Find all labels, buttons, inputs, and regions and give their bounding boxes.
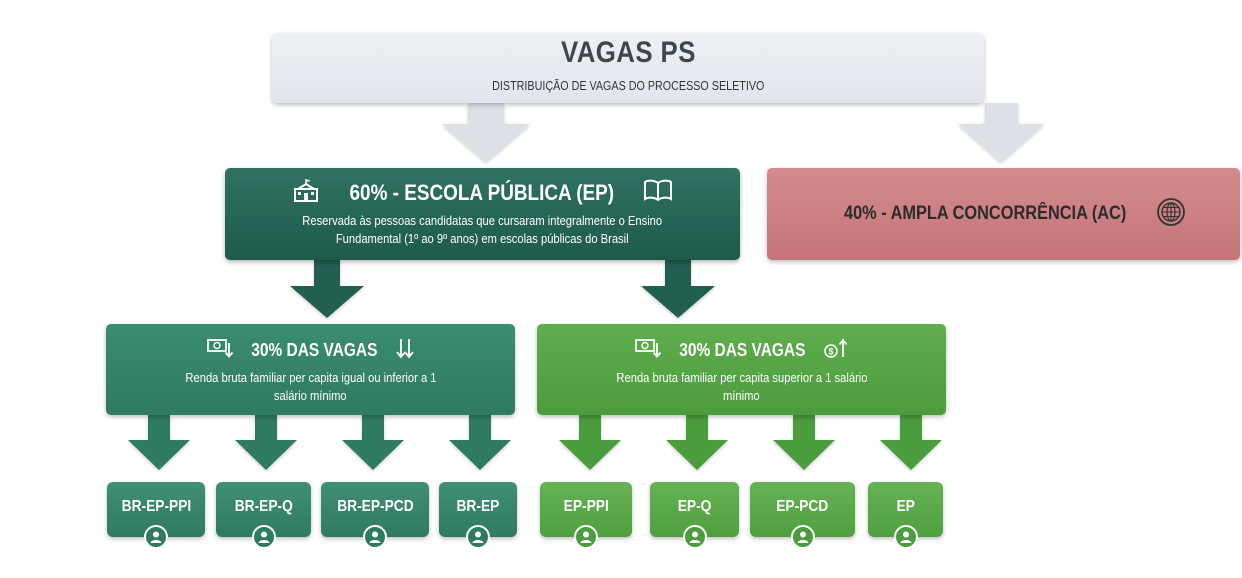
person-icon (363, 525, 387, 549)
high-income-box: 30% DAS VAGAS $ Renda bruta familiar per… (537, 324, 946, 415)
arrow-to-low-income (290, 260, 364, 318)
globe-icon (1156, 197, 1186, 232)
arrow-to-ep (442, 103, 530, 162)
money-down-icon (206, 337, 234, 364)
person-icon (682, 525, 707, 549)
high-income-desc-line2: mínimo (723, 388, 760, 403)
arrows-to-low-categories (128, 415, 511, 470)
high-income-desc-line1: Renda bruta familiar per capita superior… (615, 370, 868, 385)
school-icon (292, 178, 320, 207)
ampla-concorrencia-box: 40% - AMPLA CONCORRÊNCIA (AC) (767, 168, 1240, 260)
low-income-box: 30% DAS VAGAS Renda bruta familiar per c… (106, 324, 515, 415)
category-ep: EP (868, 482, 943, 549)
arrow-to-high-income (641, 260, 715, 318)
arrow-to-ac (958, 103, 1044, 162)
person-icon (574, 525, 598, 549)
arrows-to-high-categories (559, 415, 942, 470)
high-income-title: 30% DAS VAGAS (679, 340, 806, 360)
person-icon (144, 525, 168, 549)
category-ep-pcd: EP-PCD (750, 482, 855, 549)
escola-publica-box: 60% - ESCOLA PÚBLICA (EP) Reservada às p… (225, 168, 740, 260)
header-subtitle: DISTRIBUIÇÃO DE VAGAS DO PROCESSO SELETI… (491, 79, 765, 93)
person-icon (893, 525, 918, 549)
person-icon (466, 525, 490, 549)
ampla-concorrencia-title: 40% - AMPLA CONCORRÊNCIA (AC) (844, 203, 1127, 224)
coin-up-icon: $ (823, 337, 849, 364)
category-br-ep-ppi: BR-EP-PPI (107, 482, 205, 549)
low-income-desc-line1: Renda bruta familiar per capita igual ou… (184, 370, 437, 385)
category-br-ep-q: BR-EP-Q (216, 482, 311, 549)
category-br-ep: BR-EP (439, 482, 517, 549)
header-title: VAGAS PS (560, 36, 696, 69)
escola-publica-title: 60% - ESCOLA PÚBLICA (EP) (349, 179, 614, 205)
arrows-down-icon (395, 337, 415, 364)
svg-text:$: $ (828, 347, 833, 357)
money-down-icon (634, 337, 662, 364)
person-icon (790, 525, 815, 549)
category-br-ep-pcd: BR-EP-PCD (321, 482, 429, 549)
category-ep-q: EP-Q (650, 482, 739, 549)
escola-publica-desc-line2: Fundamental (1º ao 9º anos) em escolas p… (336, 231, 629, 246)
book-icon (643, 179, 673, 206)
low-income-title: 30% DAS VAGAS (251, 340, 378, 360)
category-ep-ppi: EP-PPI (540, 482, 632, 549)
escola-publica-desc-line1: Reservada às pessoas candidatas que curs… (302, 213, 663, 228)
person-icon (251, 525, 276, 549)
low-income-desc-line2: salário mínimo (274, 388, 347, 403)
header-box: VAGAS PS DISTRIBUIÇÃO DE VAGAS DO PROCES… (272, 33, 984, 103)
